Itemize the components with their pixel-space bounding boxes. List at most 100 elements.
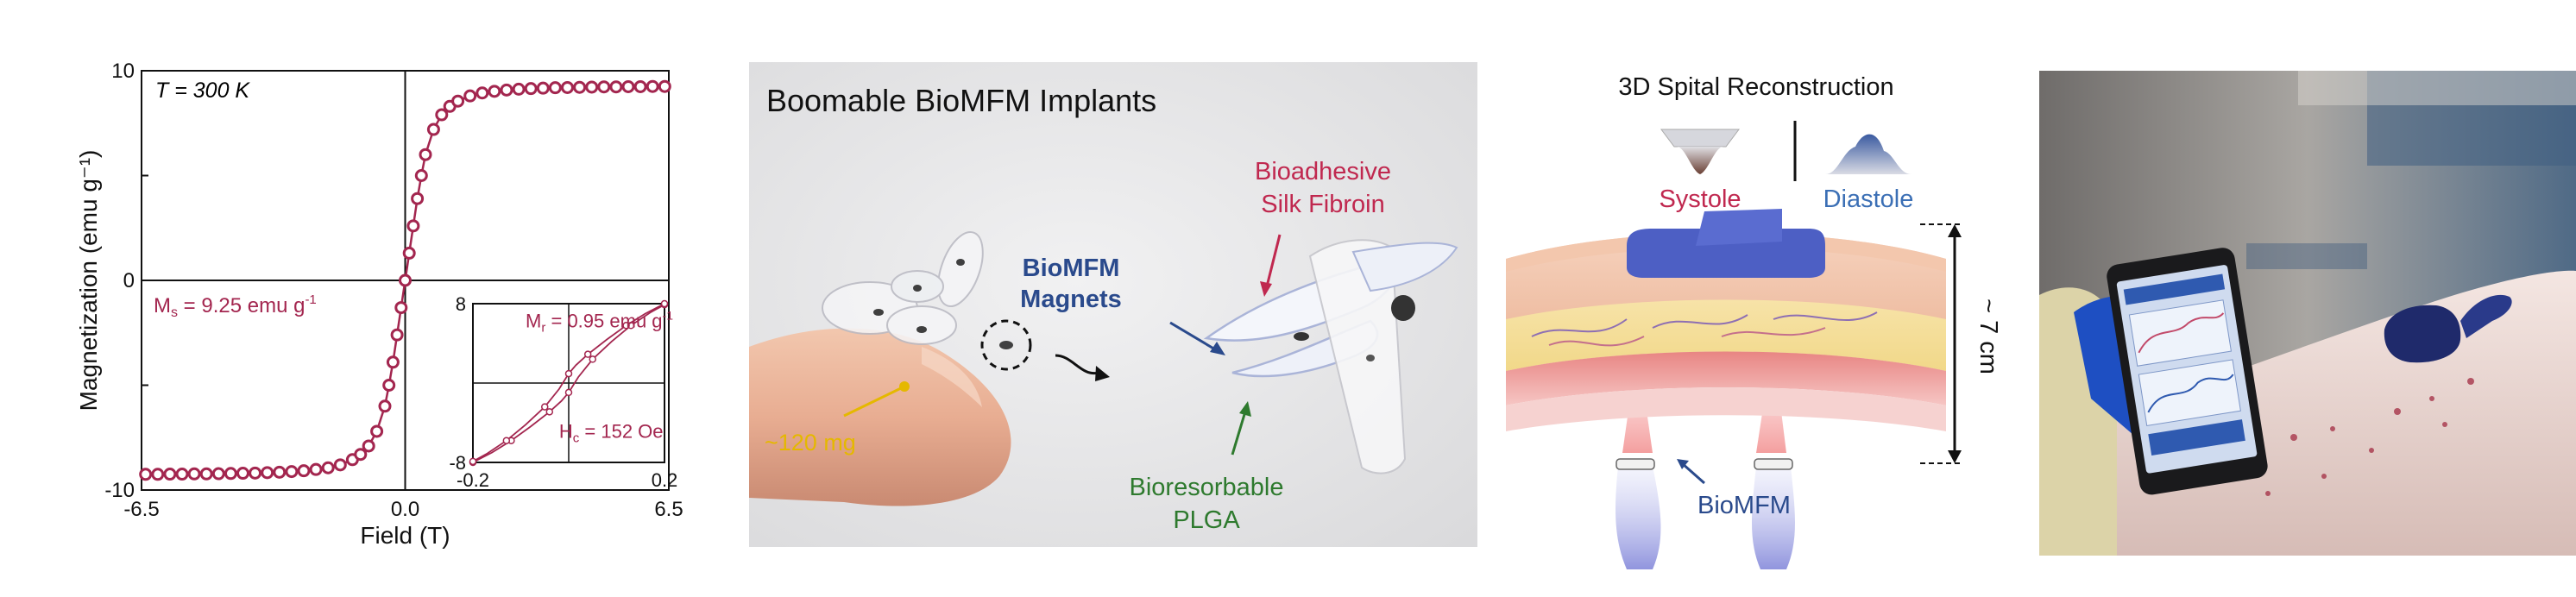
data-point [406, 219, 420, 233]
magnets-label-line2: Magnets [1020, 286, 1122, 313]
inset-x-tick-label: -0.2 [457, 469, 489, 491]
in-vivo-photo [2039, 71, 2576, 556]
depth-label: ~ 7 cm [1975, 298, 2002, 374]
data-point [139, 468, 153, 481]
data-point [249, 466, 262, 480]
data-point [333, 458, 347, 472]
y-tick-label: -10 [104, 479, 135, 502]
x-axis-label: Field (T) [360, 522, 450, 549]
diastole-icon [1825, 134, 1912, 174]
remanence-annotation: Mr = 0.95 emu g-1 [526, 309, 673, 336]
data-point [573, 80, 587, 94]
adhesive-label-line2: Silk Fibroin [1261, 191, 1384, 218]
data-point [524, 82, 538, 96]
y-tick-label: 10 [111, 60, 135, 83]
implants-photo-panel: ~120 mg Boomable BioMFM Implants BioMFM … [749, 62, 1477, 547]
data-point [512, 82, 526, 96]
data-point [354, 448, 368, 462]
data-point [451, 94, 465, 108]
data-point [426, 123, 440, 136]
data-point [236, 467, 249, 481]
data-point [151, 468, 165, 481]
inset-data-point [545, 408, 554, 416]
inset-y-tick-label: 8 [456, 293, 466, 315]
ultrasound-beam-left [1616, 466, 1661, 569]
data-point [561, 80, 574, 94]
data-point [646, 79, 659, 93]
data-point [175, 468, 189, 481]
data-point [370, 424, 384, 438]
ultrasound-beam-right [1752, 466, 1795, 569]
inset-data-point [622, 322, 630, 330]
data-point [378, 399, 392, 413]
data-point [394, 301, 408, 315]
inset-data-point [564, 369, 573, 378]
adhesive-label-line1: Bioadhesive [1255, 158, 1391, 185]
x-tick-label: 0.0 [391, 498, 419, 521]
data-point [402, 246, 416, 260]
data-point [224, 467, 237, 481]
data-point [285, 465, 299, 479]
data-point [273, 465, 287, 479]
y-tick-label: 0 [123, 269, 135, 292]
data-point [419, 148, 432, 161]
data-point [476, 86, 489, 100]
inset-data-point [564, 388, 573, 397]
data-point [362, 439, 375, 453]
data-point [597, 80, 611, 94]
in-vivo-photo-panel [2039, 71, 2576, 556]
data-point [297, 464, 311, 478]
data-point [309, 462, 323, 476]
implant-exploded-view [1203, 239, 1458, 474]
reconstruction-panel: 3D Spital Reconstruction Systole Diastol… [1497, 60, 2015, 569]
data-point [463, 89, 477, 103]
x-tick-label: 6.5 [654, 498, 683, 521]
tissue-cross-section [1506, 233, 1946, 431]
data-point [321, 461, 335, 474]
data-point [382, 379, 396, 392]
diastole-label: Diastole [1823, 185, 1914, 213]
implant-right [1754, 458, 1793, 470]
implants-illustration: ~120 mg Boomable BioMFM Implants BioMFM … [749, 62, 1477, 547]
data-point [536, 81, 550, 95]
implant-left [1616, 458, 1655, 470]
inset-y-tick-label: -8 [449, 452, 466, 474]
device-label: BioMFM [1697, 492, 1791, 519]
saturation-annotation: Ms = 9.25 emu g-1 [154, 292, 317, 320]
temperature-annotation: T = 300 K [155, 79, 250, 103]
inset-data-point [583, 350, 592, 358]
data-point [633, 79, 647, 93]
data-point [435, 108, 449, 122]
inset-x-tick-label: 0.2 [652, 469, 678, 491]
magnet-highlight-circle [980, 319, 1032, 371]
plga-label-line2: PLGA [1173, 506, 1240, 534]
systole-icon [1660, 129, 1740, 174]
inset-data-point [589, 355, 596, 363]
curved-arrow [1055, 354, 1099, 375]
data-point [211, 467, 225, 481]
data-point [658, 79, 671, 93]
inset-data-point [502, 437, 511, 444]
data-point [414, 169, 428, 182]
data-point [411, 192, 425, 205]
y-axis-label: Magnetization (emu g⁻¹) [75, 150, 102, 412]
data-point [548, 81, 562, 95]
data-point [609, 80, 623, 94]
magnets-label-line1: BioMFM [1023, 255, 1120, 282]
data-point [399, 273, 412, 287]
systole-label: Systole [1659, 185, 1741, 213]
data-point [585, 80, 599, 94]
inset-data-point [469, 457, 477, 466]
plga-label-line1: Bioresorbable [1130, 474, 1284, 501]
wearable-device-photo [2384, 294, 2512, 363]
panel2-title: Boomable BioMFM Implants [766, 83, 1156, 118]
data-point [261, 466, 274, 480]
mass-label: ~120 mg [765, 430, 856, 456]
smartphone [2107, 248, 2268, 495]
panel3-title: 3D Spital Reconstruction [1618, 73, 1893, 101]
coercivity-annotation: Hc = 152 Oe [559, 420, 664, 445]
data-point [488, 85, 501, 98]
data-point [163, 468, 177, 481]
